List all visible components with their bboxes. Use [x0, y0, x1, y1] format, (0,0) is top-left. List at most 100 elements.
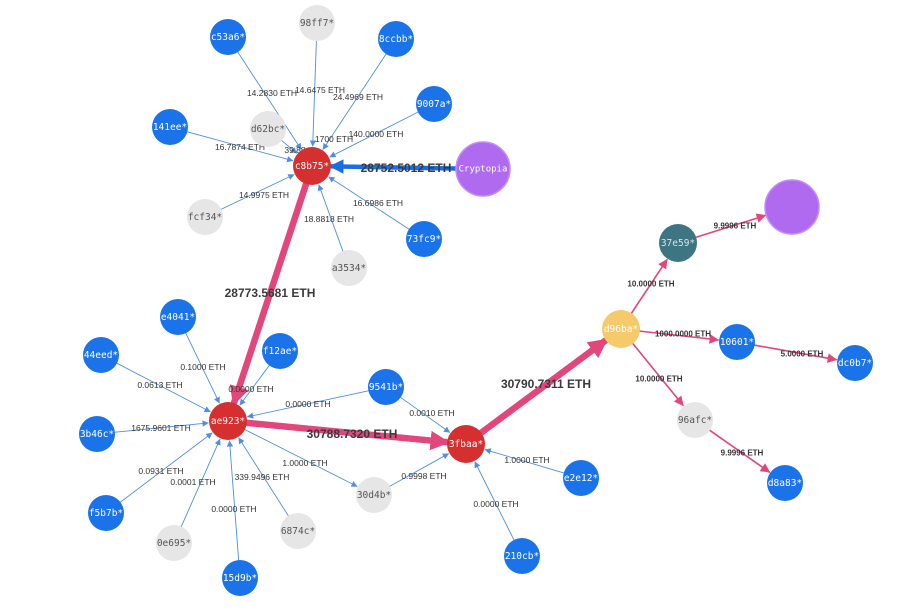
- node-10601[interactable]: 10601*: [719, 324, 755, 360]
- node-circle-3b46c[interactable]: [79, 416, 115, 452]
- edge-9541b-to-ae923[interactable]: [246, 390, 369, 419]
- node-circle-0e695[interactable]: [156, 525, 192, 561]
- node-circle-98ff7[interactable]: [299, 5, 335, 41]
- edge-label-e4041-to-ae923: 0.1000 ETH: [180, 362, 225, 372]
- node-6874c[interactable]: 6874c*: [280, 513, 316, 549]
- node-circle-e2e12[interactable]: [563, 460, 599, 496]
- edge-f5b7b-to-ae923[interactable]: [119, 432, 213, 503]
- node-f5b7b[interactable]: f5b7b*: [88, 495, 124, 531]
- edge-e4041-to-ae923[interactable]: [185, 332, 220, 404]
- node-circle-3fbaa[interactable]: [447, 425, 485, 463]
- node-circle-f12ae[interactable]: [262, 333, 298, 369]
- node-circle-c53a6[interactable]: [210, 19, 246, 55]
- edge-c8b75-to-ae923[interactable]: [229, 180, 310, 406]
- node-f12ae[interactable]: f12ae*: [262, 333, 298, 369]
- node-3fbaa[interactable]: 3fbaa*: [447, 425, 485, 463]
- edge-3b46c-to-ae923[interactable]: [114, 420, 209, 433]
- node-fcf34[interactable]: fcf34*: [187, 199, 223, 235]
- edge-9007a-to-c8b75[interactable]: [329, 111, 419, 158]
- node-96afc[interactable]: 96afc*: [677, 402, 713, 438]
- node-circle-e4041[interactable]: [160, 299, 196, 335]
- edge-ae923-to-30d4b[interactable]: [244, 429, 358, 487]
- node-circle-15d9b[interactable]: [222, 560, 258, 596]
- node-circle-10601[interactable]: [719, 324, 755, 360]
- node-circle-fcf34[interactable]: [187, 199, 223, 235]
- node-circle-d62bc[interactable]: [250, 111, 286, 147]
- node-circle-a3534[interactable]: [331, 250, 367, 286]
- node-3b46c[interactable]: 3b46c*: [79, 416, 115, 452]
- edge-a3534-to-c8b75[interactable]: [317, 184, 344, 252]
- node-circle-9541b[interactable]: [368, 369, 404, 405]
- edge-9541b-to-3fbaa[interactable]: [400, 396, 451, 433]
- edge-0e695-to-ae923[interactable]: [180, 438, 221, 527]
- node-a3534[interactable]: a3534*: [331, 250, 367, 286]
- edge-73fc9-to-c8b75[interactable]: [328, 176, 410, 230]
- node-30d4b[interactable]: 30d4b*: [356, 477, 392, 513]
- node-141ee[interactable]: 141ee*: [152, 109, 188, 145]
- node-circle-cryptopia[interactable]: [455, 141, 511, 197]
- node-dc0b7[interactable]: dc0b7*: [837, 345, 873, 381]
- edge-30d4b-to-3fbaa[interactable]: [389, 453, 450, 487]
- node-circle-44eed[interactable]: [83, 337, 119, 373]
- node-15d9b[interactable]: 15d9b*: [222, 560, 258, 596]
- node-circle-30d4b[interactable]: [356, 477, 392, 513]
- node-d8a83[interactable]: d8a83*: [767, 465, 803, 501]
- edge-d96ba-to-96afc[interactable]: [632, 342, 684, 407]
- node-c8b75[interactable]: c8b75*: [293, 147, 331, 185]
- node-37e59[interactable]: 37e59*: [659, 224, 697, 262]
- edge-cryptopia-to-c8b75[interactable]: [329, 159, 459, 174]
- edge-d62bc-to-c8b75[interactable]: [281, 140, 298, 154]
- node-c53a6[interactable]: c53a6*: [210, 19, 246, 55]
- edge-d96ba-to-10601[interactable]: [639, 330, 720, 344]
- edge-141ee-to-c8b75[interactable]: [186, 131, 294, 163]
- edge-96afc-to-d8a83[interactable]: [708, 429, 771, 473]
- node-circle-dc0b7[interactable]: [837, 345, 873, 381]
- node-label-8ccbb: 8ccbb*: [379, 34, 413, 45]
- node-ae923[interactable]: ae923*: [209, 402, 247, 440]
- node-44eed[interactable]: 44eed*: [83, 337, 119, 373]
- node-circle-9007a[interactable]: [416, 86, 452, 122]
- node-circle-d96ba[interactable]: [602, 310, 640, 348]
- edge-c53a6-to-c8b75[interactable]: [237, 51, 302, 150]
- edge-98ff7-to-c8b75[interactable]: [309, 40, 317, 147]
- node-circle-d8a83[interactable]: [767, 465, 803, 501]
- node-circle-37e59[interactable]: [659, 224, 697, 262]
- edge-fcf34-to-c8b75[interactable]: [220, 174, 295, 210]
- edge-e2e12-to-3fbaa[interactable]: [484, 448, 565, 474]
- node-e4041[interactable]: e4041*: [160, 299, 196, 335]
- node-circle-c8b75[interactable]: [293, 147, 331, 185]
- node-circle-73fc9[interactable]: [406, 221, 442, 257]
- node-circle-f5b7b[interactable]: [88, 495, 124, 531]
- node-0e695[interactable]: 0e695*: [156, 525, 192, 561]
- edge-44eed-to-ae923[interactable]: [116, 362, 211, 413]
- edge-8ccbb-to-c8b75[interactable]: [322, 53, 387, 150]
- node-e2e12[interactable]: e2e12*: [563, 460, 599, 496]
- edge-d96ba-to-37e59[interactable]: [630, 258, 668, 314]
- edge-15d9b-to-ae923[interactable]: [226, 440, 240, 561]
- node-circle-141ee[interactable]: [152, 109, 188, 145]
- node-73fc9[interactable]: 73fc9*: [406, 221, 442, 257]
- node-circle-96afc[interactable]: [677, 402, 713, 438]
- edge-3fbaa-to-d96ba[interactable]: [478, 337, 609, 436]
- node-purple2[interactable]: [764, 179, 820, 235]
- node-98ff7[interactable]: 98ff7*: [299, 5, 335, 41]
- node-d96ba[interactable]: d96ba*: [602, 310, 640, 348]
- node-9007a[interactable]: 9007a*: [416, 86, 452, 122]
- node-210cb[interactable]: 210cb*: [504, 538, 540, 574]
- edge-37e59-to-purple2[interactable]: [695, 213, 767, 239]
- node-9541b[interactable]: 9541b*: [368, 369, 404, 405]
- node-circle-purple2[interactable]: [764, 179, 820, 235]
- node-cryptopia[interactable]: Cryptopia: [455, 141, 511, 197]
- edge-ae923-to-3fbaa[interactable]: [243, 419, 450, 451]
- edge-210cb-to-3fbaa[interactable]: [474, 461, 515, 541]
- edge-6874c-to-ae923[interactable]: [238, 437, 289, 517]
- edge-f12ae-to-ae923[interactable]: [239, 364, 270, 406]
- node-circle-ae923[interactable]: [209, 402, 247, 440]
- node-circle-210cb[interactable]: [504, 538, 540, 574]
- node-8ccbb[interactable]: 8ccbb*: [378, 21, 414, 57]
- node-circle-8ccbb[interactable]: [378, 21, 414, 57]
- node-d62bc[interactable]: d62bc*: [250, 111, 286, 147]
- edge-10601-to-dc0b7[interactable]: [753, 344, 838, 363]
- node-circle-6874c[interactable]: [280, 513, 316, 549]
